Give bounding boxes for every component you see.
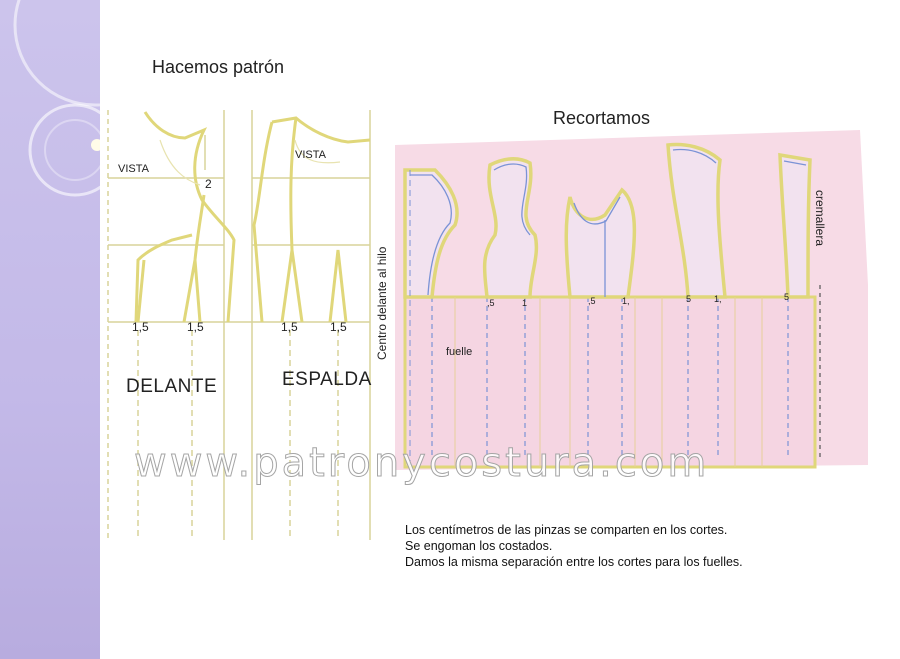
cut-mark-3: ,5 [588,296,596,306]
center-front-label: Centro delante al hilo [375,246,389,360]
cut-pieces-diagram [395,130,868,470]
cut-mark-2: 1 [522,298,528,308]
piece-5 [778,152,812,299]
grid-lines [107,110,371,540]
decorative-sidebar [0,0,100,659]
front-facing-label: VISTA [118,163,149,175]
front-measure-left: 1,5 [132,320,149,334]
section-title: Recortamos [553,108,651,128]
back-bodice-outline [252,116,371,323]
back-facing-label: VISTA [295,149,326,161]
sidebar-circles [13,0,100,197]
cut-pieces [403,142,812,299]
note-line: Damos la misma separación entre los cort… [405,555,743,569]
instruction-notes: Los centímetros de las pinzas se compart… [405,522,743,570]
cut-mark-5: 5 [686,294,692,304]
note-line: Los centímetros de las pinzas se compart… [405,523,728,537]
gusset-label: fuelle [446,346,473,358]
back-measure-right: 1,5 [330,320,347,334]
cut-mark-6: 1, [714,294,722,304]
piece-2 [482,157,539,299]
note-line: Se engoman los costados. [405,539,553,553]
watermark: www.patronycostura.com [133,440,710,487]
front-dart-label: 2 [205,177,212,191]
piece-1 [403,168,459,299]
front-measure-right: 1,5 [187,320,204,334]
front-bodice-outline [134,111,236,323]
zipper-label: cremallera [813,190,827,247]
piece-4 [666,142,727,299]
cut-mark-7: 5 [784,292,790,302]
separator-lines [454,297,763,467]
back-label: ESPALDA [282,369,372,390]
front-label: DELANTE [126,376,218,397]
piece-inner-lines [410,148,807,297]
cut-mark-4: 1, [622,296,630,306]
page-title: Hacemos patrón [152,57,285,77]
gusset-strip [403,295,817,469]
piece-3 [564,187,637,299]
facing-curves [159,139,341,186]
pattern-drafting-diagram [107,110,371,540]
back-measure-left: 1,5 [281,320,298,334]
cut-mark-1: ,5 [487,298,495,308]
